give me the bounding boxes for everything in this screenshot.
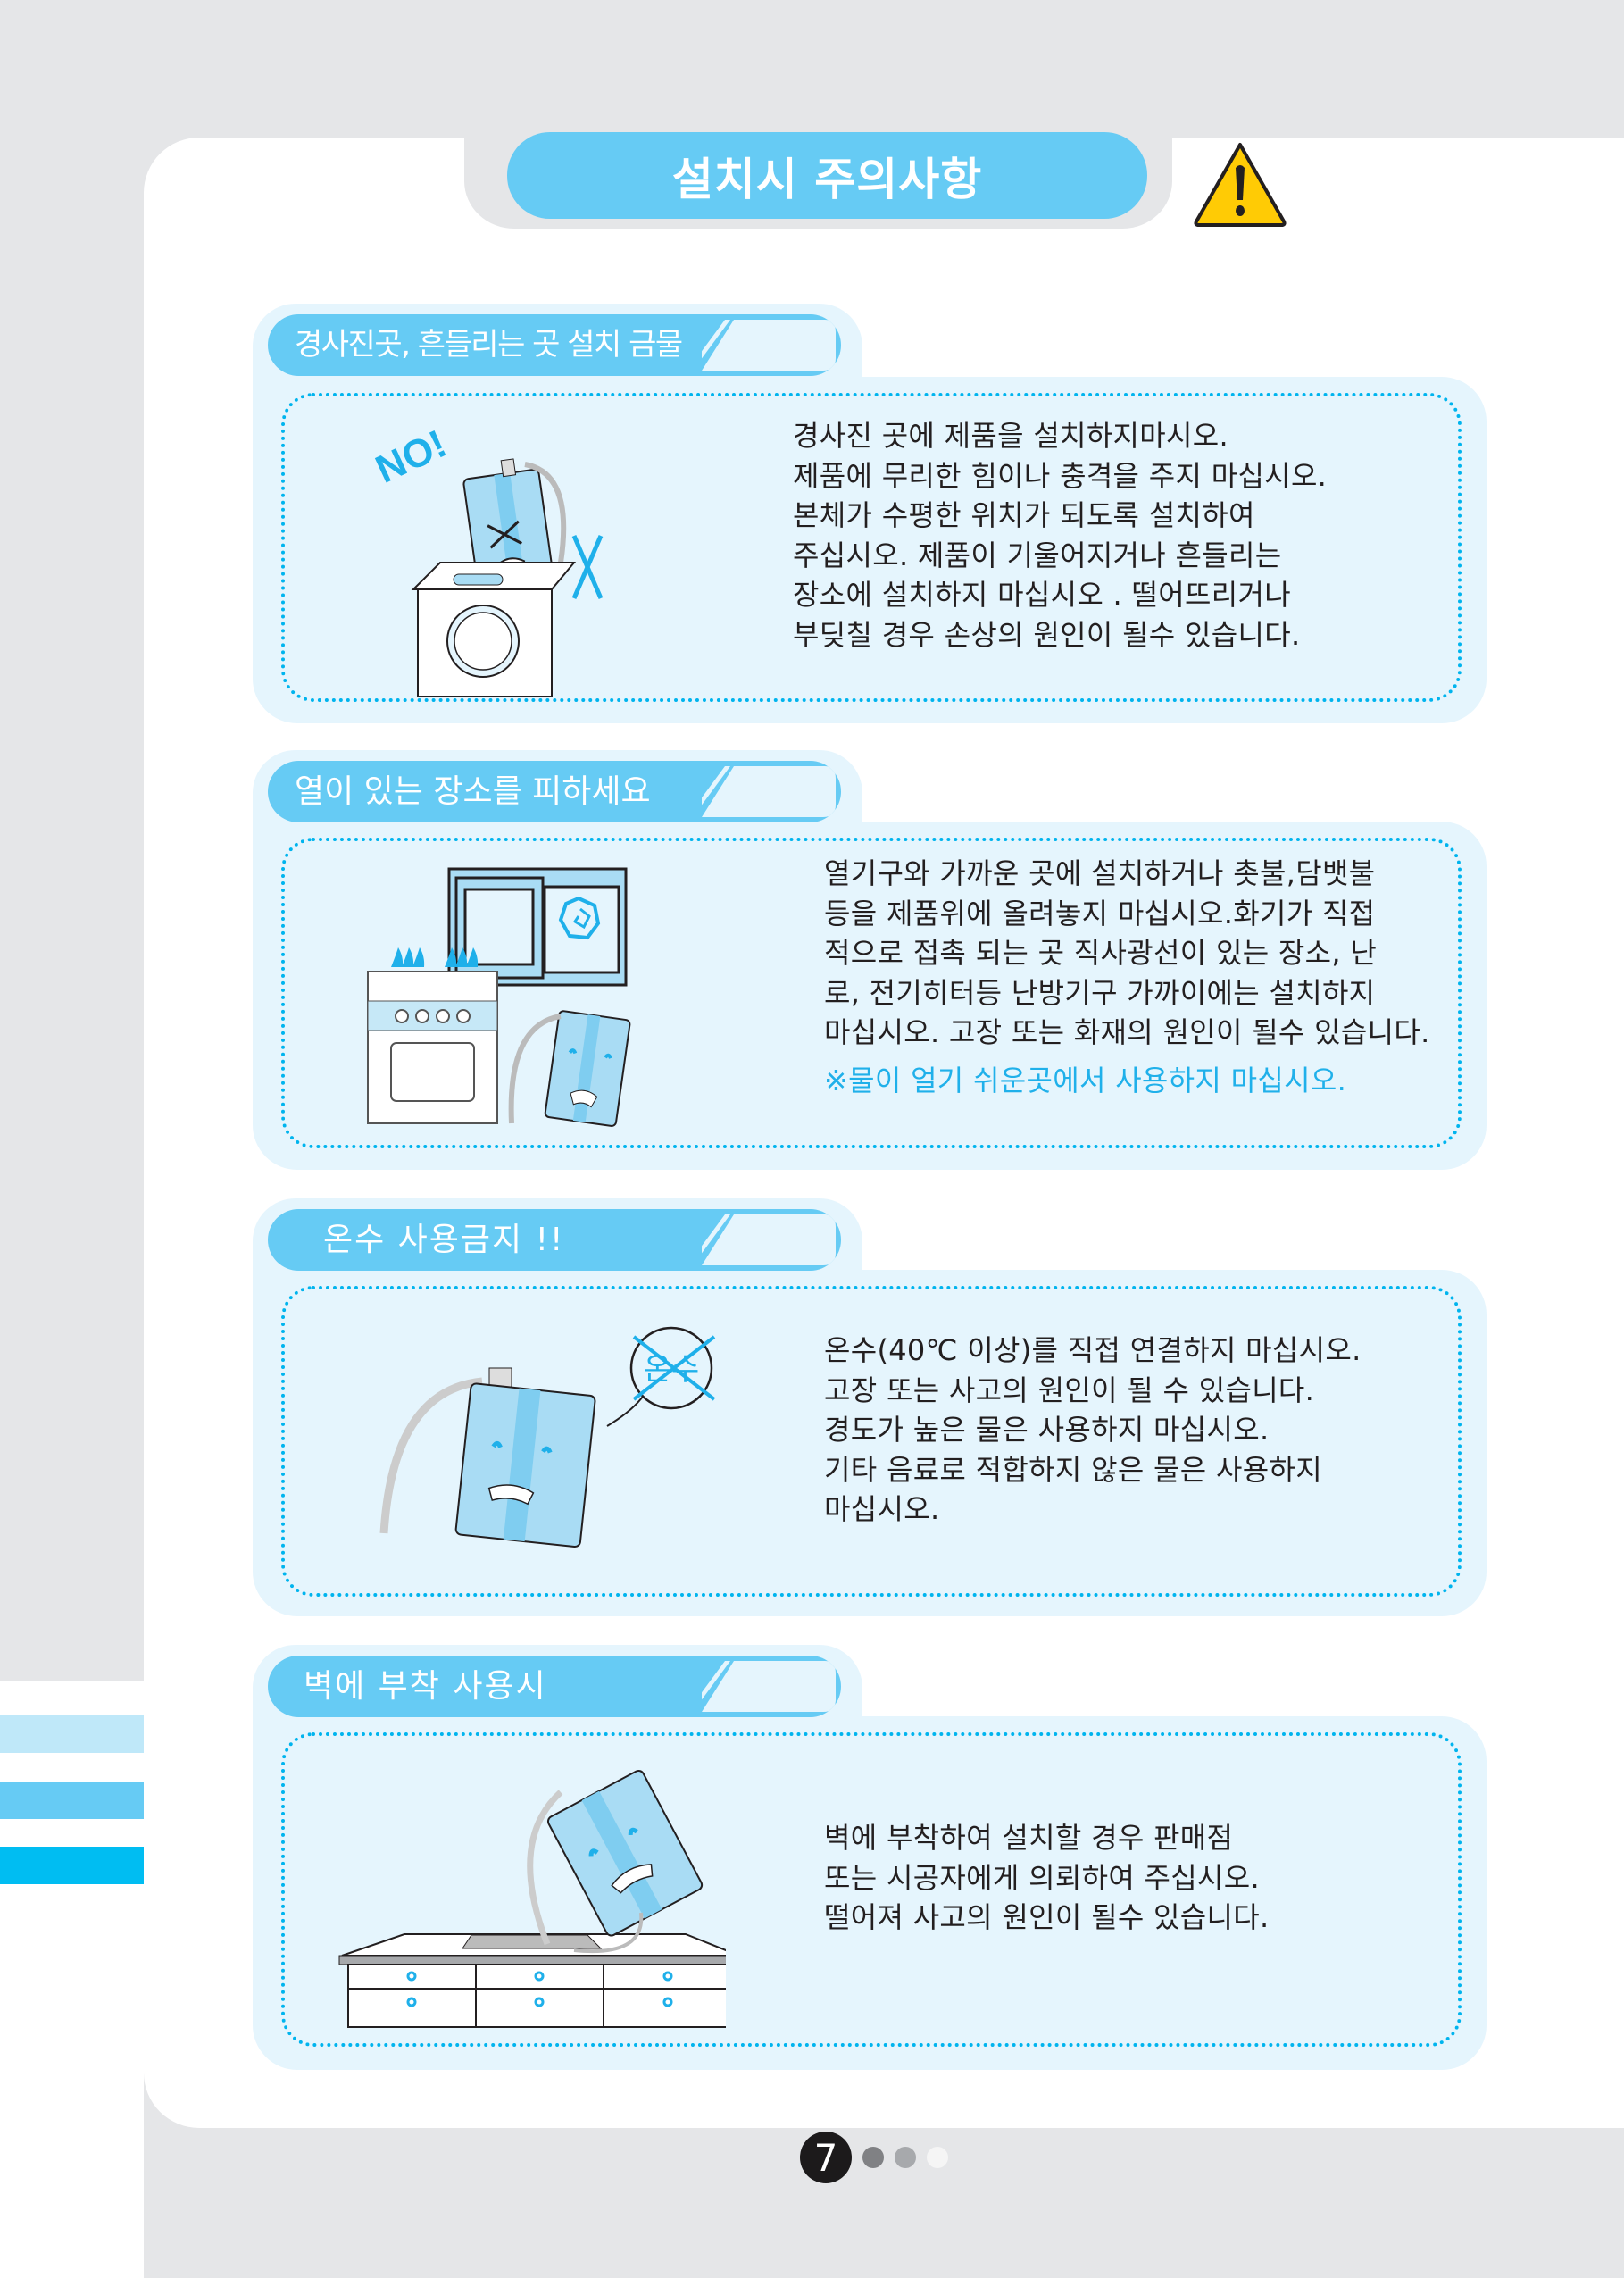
tilted-purifier-illustration: NO!	[370, 421, 604, 697]
heading-slash-decoration	[702, 766, 836, 817]
side-strip-bright	[0, 1847, 144, 1884]
warning-triangle-icon	[1194, 143, 1287, 227]
heading-slash-decoration	[702, 320, 836, 371]
section-tilted-surface: 경사진곳, 흔들리는 곳 설치 금물 NO! 경사진 곳에 제품을 설치하지마시…	[253, 304, 1487, 723]
pager-dot	[895, 2147, 916, 2168]
hot-water-illustration: 온수	[379, 1326, 716, 1548]
page-number: 7	[800, 2132, 852, 2183]
heat-source-illustration	[367, 867, 631, 1127]
section-heading-text: 온수 사용금지 !!	[323, 1222, 565, 1258]
section-heading-text: 열이 있는 장소를 피하세요	[295, 773, 651, 810]
freezing-warning-note: ※물이 얼기 쉬운곳에서 사용하지 마십시오.	[824, 1064, 1347, 1097]
section-heading: 경사진곳, 흔들리는 곳 설치 금물	[268, 314, 841, 376]
section-dotted-frame	[281, 393, 1462, 702]
section-body-text: 벽에 부착하여 설치할 경우 판매점 또는 시공자에게 의뢰하여 주십시오. 떨…	[824, 1821, 1270, 1934]
pager-dot	[927, 2147, 948, 2168]
section-heading: 열이 있는 장소를 피하세요	[268, 761, 841, 822]
wall-mount-illustration	[338, 1769, 726, 2028]
page-title: 설치시 주의사항	[507, 132, 1147, 219]
section-dotted-frame	[281, 1732, 1462, 2047]
section-body-text: 경사진 곳에 제품을 설치하지마시오. 제품에 무리한 힘이나 충격을 주지 마…	[793, 419, 1328, 652]
page-indicator: 7	[800, 2132, 948, 2183]
heading-slash-decoration	[702, 1661, 836, 1712]
side-strip-medium	[0, 1782, 144, 1819]
section-no-hot-water: 온수 사용금지 !! 온수 온수(40℃ 이상)를 직접 연결하지 마십시오. …	[253, 1198, 1487, 1618]
section-dotted-frame	[281, 838, 1462, 1148]
pager-dot	[862, 2147, 884, 2168]
section-body-bg	[253, 1270, 1487, 1616]
section-heading-text: 경사진곳, 흔들리는 곳 설치 금물	[295, 327, 683, 363]
svg-text:NO!: NO!	[370, 421, 454, 491]
section-dotted-frame	[281, 1286, 1462, 1597]
section-heading: 온수 사용금지 !!	[268, 1209, 841, 1271]
section-heat-sources: 열이 있는 장소를 피하세요 열기구와 가까운 곳에 설치하거나	[253, 750, 1487, 1170]
side-strip-light	[0, 1715, 144, 1753]
section-body-text: 열기구와 가까운 곳에 설치하거나 촛불,담뱃불 등을 제품위에 올려놓지 마십…	[824, 856, 1430, 1049]
section-wall-mounting: 벽에 부착 사용시 벽에 부착하여 설치할 경우 판매점 또는 시공자에게 의뢰…	[253, 1645, 1487, 2070]
section-heading-text: 벽에 부착 사용시	[304, 1668, 547, 1705]
section-body-text: 온수(40℃ 이상)를 직접 연결하지 마십시오. 고장 또는 사고의 원인이 …	[824, 1333, 1362, 1526]
section-heading: 벽에 부착 사용시	[268, 1656, 841, 1717]
heading-slash-decoration	[702, 1214, 836, 1265]
side-margin	[0, 1681, 144, 2278]
